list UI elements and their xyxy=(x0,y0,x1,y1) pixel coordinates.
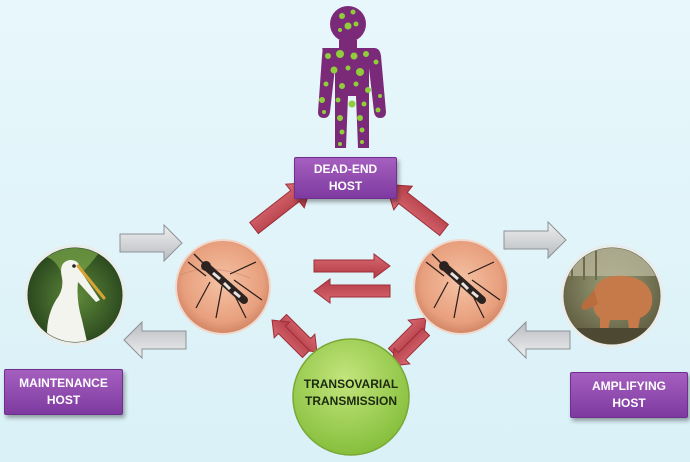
infection-dot xyxy=(365,87,371,93)
infection-dot xyxy=(351,10,356,15)
infection-dot xyxy=(363,51,369,57)
infection-dot xyxy=(325,53,331,59)
infection-dot xyxy=(338,28,342,32)
pig-icon xyxy=(562,246,662,348)
infection-dot xyxy=(374,60,379,65)
infection-dot xyxy=(339,83,345,89)
dead-end-host-label: DEAD-END HOST xyxy=(294,157,397,199)
infection-dot xyxy=(339,13,345,19)
arrow-mosquito-to-bird xyxy=(124,322,186,358)
arrow-mosquito-to-pig xyxy=(504,222,566,258)
infection-dot xyxy=(354,22,359,27)
infection-dot xyxy=(378,94,382,98)
amplifying-host-label: AMPLIFYING HOST xyxy=(570,372,688,418)
infection-dot xyxy=(356,68,364,76)
infection-dot xyxy=(336,50,344,58)
arrow-bird-to-mosquito xyxy=(120,225,182,261)
infection-dot xyxy=(340,130,345,135)
arrow-mosquito-right-to-left xyxy=(314,279,390,303)
infection-dot xyxy=(351,53,358,60)
infection-dot xyxy=(360,128,365,133)
arrow-pig-to-mosquito xyxy=(508,322,570,358)
infection-dot xyxy=(376,108,381,113)
infection-dot xyxy=(349,101,356,108)
infection-dot xyxy=(336,98,341,103)
infection-dot xyxy=(360,140,364,144)
egret-icon xyxy=(26,245,126,346)
infection-dot xyxy=(354,82,359,87)
infection-dot xyxy=(357,115,363,121)
infection-dot xyxy=(319,97,325,103)
transovarial-transmission-label: TRANSOVARIAL TRANSMISSION xyxy=(292,376,410,410)
mosquito-right-icon xyxy=(414,240,508,334)
mosquito-left-icon xyxy=(176,240,270,334)
arrow-mosquito-left-to-right xyxy=(314,254,390,278)
infection-dot xyxy=(362,102,367,107)
infection-dot xyxy=(331,67,338,74)
maintenance-host-label: MAINTENANCE HOST xyxy=(4,369,123,415)
infection-dot xyxy=(324,82,329,87)
infection-dot xyxy=(345,23,352,30)
infection-dot xyxy=(337,115,343,121)
infection-dot xyxy=(322,110,326,114)
infection-dot xyxy=(338,142,342,146)
infected-human-icon xyxy=(318,6,386,148)
infection-dot xyxy=(346,66,351,71)
